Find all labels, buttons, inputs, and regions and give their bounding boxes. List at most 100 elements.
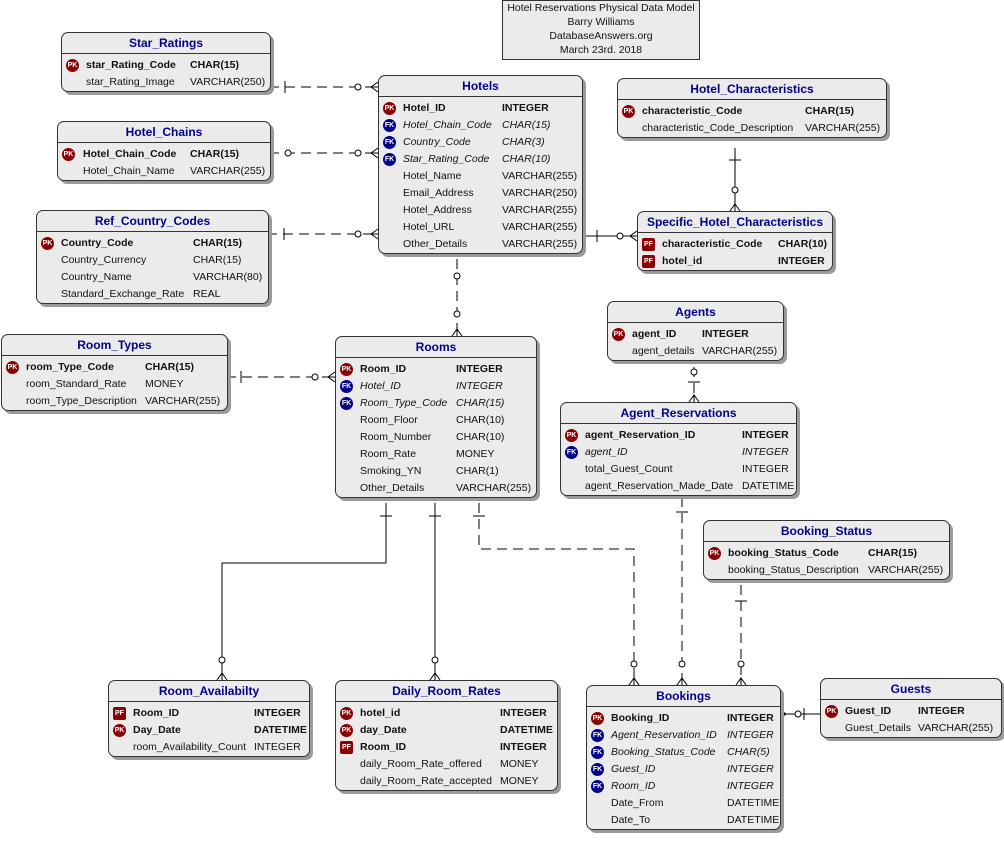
attribute-type: DATETIME [254, 724, 307, 736]
attribute-type: CHAR(15) [868, 547, 918, 559]
optional-marker [218, 656, 226, 664]
attribute-name: Agent_Reservation_ID [611, 729, 717, 741]
pf-key-icon: PF [642, 238, 655, 251]
attribute-name: hotel_id [662, 255, 703, 267]
optional-marker [616, 232, 624, 240]
attribute-name: hotel_id [360, 707, 401, 719]
attribute-name: star_Rating_Code [86, 59, 176, 71]
title-line-2: Barry Williams [567, 16, 635, 28]
attribute-name: Hotel_Address [403, 204, 472, 216]
attribute-type: INTEGER [254, 741, 301, 753]
many-marker [729, 202, 741, 212]
attribute-name: Standard_Exchange_Rate [61, 288, 185, 300]
optional-marker [731, 186, 739, 194]
many-marker [451, 327, 463, 337]
attribute-name: Country_Currency [61, 254, 147, 266]
pf-key-icon: PF [340, 741, 353, 754]
attribute-type: VARCHAR(255) [805, 122, 881, 134]
attribute-name: Date_To [611, 814, 651, 826]
pk-key-icon: PK [340, 724, 353, 737]
attribute-name: Room_ID [133, 707, 180, 719]
attribute-type: CHAR(15) [193, 254, 242, 266]
title-line-3: DatabaseAnswers.org [549, 30, 653, 42]
attribute-name: Country_Name [61, 271, 132, 283]
attribute-type: CHAR(15) [193, 237, 243, 249]
optional-marker [453, 272, 461, 280]
attribute-type: VARCHAR(255) [502, 238, 578, 250]
entity-title: Agent_Reservations [561, 403, 796, 424]
entity-title: Guests [821, 679, 1001, 700]
pk-key-icon: PK [6, 361, 19, 374]
attribute-name: Day_Date [133, 724, 181, 736]
attribute-row: Country_Currency CHAR(15) [37, 252, 268, 269]
many-marker [369, 147, 379, 159]
attribute-type: CHAR(5) [727, 746, 770, 758]
attribute-name: Guest_ID [611, 763, 656, 775]
attribute-name: Room_Type_Code [360, 397, 448, 409]
many-marker [369, 228, 379, 240]
entity-title: Room_Availabilty [109, 681, 309, 702]
attribute-type: DATETIME [500, 724, 553, 736]
entity-title: Hotel_Chains [58, 122, 270, 143]
many-marker [216, 671, 228, 681]
attribute-name: Hotel_URL [403, 221, 455, 233]
entity-title: Bookings [587, 686, 780, 707]
entity-title: Hotels [379, 76, 582, 97]
title-line-1: Hotel Reservations Physical Data Model [507, 2, 695, 14]
attribute-name: Room_ID [360, 363, 407, 375]
pk-key-icon: PK [66, 59, 79, 72]
attribute-name: Date_From [611, 797, 664, 809]
pk-key-icon: PK [612, 328, 625, 341]
optional-marker [453, 310, 461, 318]
pk-key-icon: PK [41, 237, 54, 250]
pk-key-icon: PK [825, 705, 838, 718]
attribute-name: Other_Details [360, 482, 425, 494]
entity-title: Star_Ratings [62, 33, 270, 54]
entity-title: Ref_Country_Codes [37, 211, 268, 232]
many-marker [735, 676, 747, 686]
attribute-type: DATETIME [727, 814, 780, 826]
attribute-type: DATETIME [742, 480, 795, 492]
pk-key-icon: PK [708, 547, 721, 560]
attribute-name: agent_details [632, 345, 695, 357]
many-marker [326, 371, 336, 383]
attribute-type: VARCHAR(255) [145, 395, 221, 407]
attribute-name: Country_Code [403, 136, 471, 148]
attribute-name: Hotel_Chain_Name [83, 165, 175, 177]
